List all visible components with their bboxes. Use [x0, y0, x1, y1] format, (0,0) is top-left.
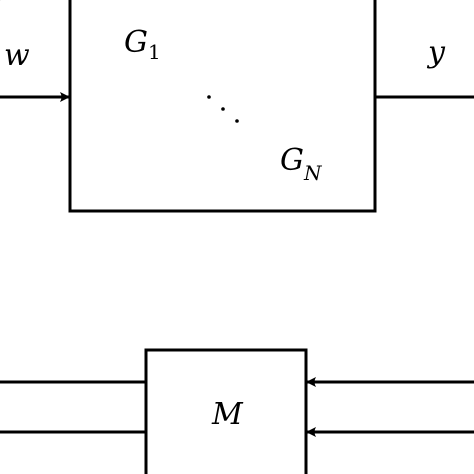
label-m: M [211, 397, 244, 432]
svg-text:1: 1 [148, 40, 161, 64]
svg-text:G: G [280, 143, 304, 178]
input-label-w: w [4, 38, 30, 73]
svg-text:N: N [303, 161, 323, 185]
system-block-m [144, 348, 308, 474]
label-g1: G 1 [124, 25, 161, 64]
label-gn: G N [280, 143, 323, 185]
svg-text:G: G [124, 25, 148, 60]
system-block-g [68, 0, 377, 213]
diagonal-ellipsis: ⋱ [0, 0, 239, 123]
ellipsis-text: ⋱ [0, 0, 1, 1]
output-label-y: y [426, 35, 446, 70]
